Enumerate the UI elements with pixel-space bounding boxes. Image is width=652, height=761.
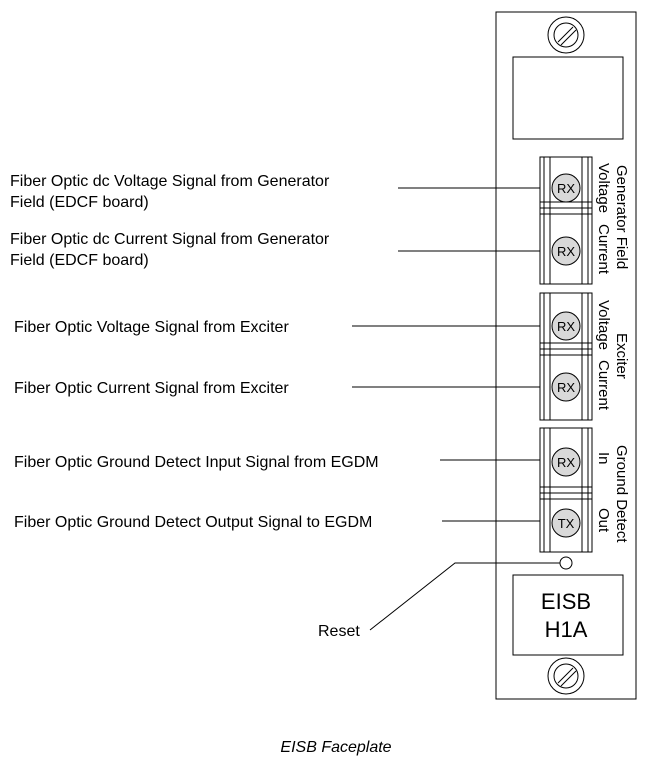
group-sublabel: Current	[595, 224, 612, 275]
port-badge: RX	[557, 455, 575, 470]
bottom-screw-icon	[547, 657, 585, 695]
group-sublabel: Current	[595, 360, 612, 411]
faceplate	[495, 11, 637, 700]
group-sublabel: Voltage	[595, 300, 612, 350]
nameplate-line-2: H1A	[545, 617, 588, 642]
callout-text: Field (EDCF board)	[10, 252, 149, 269]
group-title: Exciter	[613, 333, 630, 379]
connector-port: RX	[551, 311, 581, 341]
group-sublabel: Out	[595, 508, 612, 533]
callout-text: Fiber Optic Ground Detect Output Signal …	[14, 514, 372, 531]
reset-leader-line	[369, 562, 560, 631]
port-badge: RX	[557, 244, 575, 259]
nameplate	[512, 574, 624, 656]
connector-block-exciter	[539, 292, 593, 421]
callout-text: Field (EDCF board)	[10, 194, 149, 211]
connector-block-generator-field	[539, 156, 593, 285]
group-sublabel: Voltage	[595, 163, 612, 213]
nameplate-line-1: EISB	[541, 589, 591, 614]
port-badge: RX	[557, 181, 575, 196]
port-badge: TX	[558, 516, 575, 531]
connector-port: TX	[551, 508, 581, 538]
group-title: Ground Detect	[613, 445, 630, 543]
connector-port: RX	[551, 372, 581, 402]
callout-text: Fiber Optic Ground Detect Input Signal f…	[14, 454, 379, 471]
callout-text: Fiber Optic Current Signal from Exciter	[14, 380, 289, 397]
top-screw-icon	[547, 16, 585, 54]
callout-text: Fiber Optic Voltage Signal from Exciter	[14, 319, 289, 336]
group-title: Generator Field	[613, 165, 630, 269]
reset-button[interactable]	[559, 556, 573, 570]
callout-text: Fiber Optic dc Current Signal from Gener…	[10, 231, 330, 248]
group-sublabel: In	[595, 452, 612, 465]
connector-port: RX	[551, 447, 581, 477]
connector-port: RX	[551, 236, 581, 266]
connector-block-ground-detect	[539, 427, 593, 553]
figure-caption: EISB Faceplate	[280, 739, 391, 756]
reset-label: Reset	[318, 623, 360, 640]
callout-text: Fiber Optic dc Voltage Signal from Gener…	[10, 173, 330, 190]
port-badge: RX	[557, 319, 575, 334]
connector-port: RX	[551, 173, 581, 203]
port-badge: RX	[557, 380, 575, 395]
top-label-window	[512, 56, 624, 140]
